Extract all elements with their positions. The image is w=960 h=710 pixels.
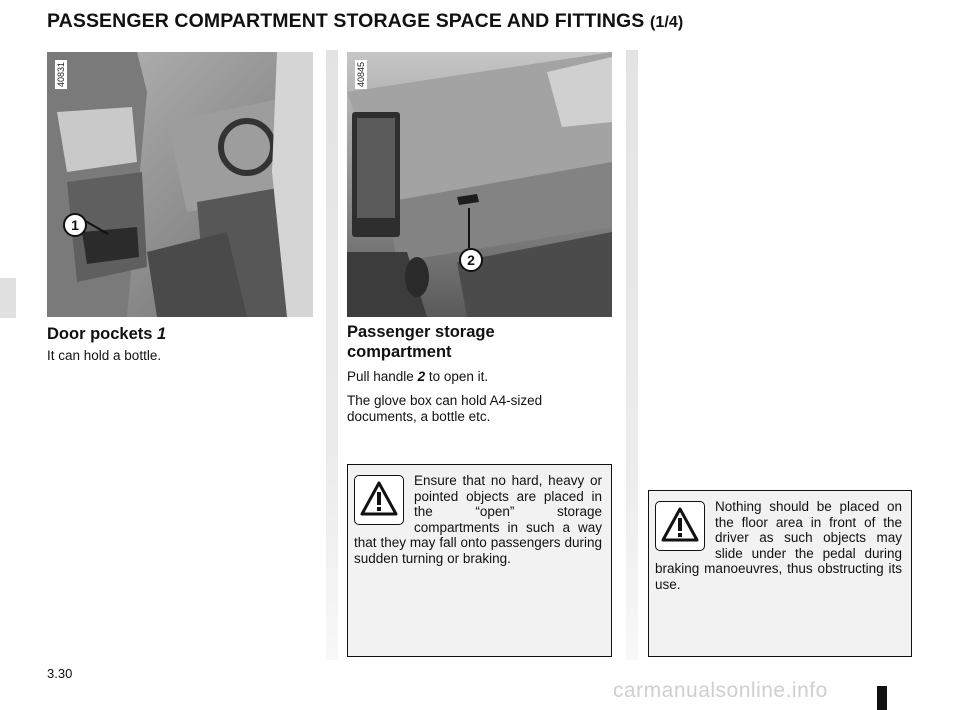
column-divider-left bbox=[326, 50, 338, 660]
floor-warning-box: Nothing should be placed on the floor ar… bbox=[648, 490, 912, 657]
image-code-label: 40845 bbox=[355, 60, 367, 90]
door-pocket-photo bbox=[47, 52, 313, 317]
page-number: 3.30 bbox=[47, 666, 73, 681]
callout-number-2: 2 bbox=[459, 248, 483, 272]
storage-warning-box: Ensure that no hard, heavy or pointed ob… bbox=[347, 464, 612, 657]
passenger-storage-heading: Passenger storage compartment bbox=[347, 323, 495, 361]
glove-box-photo bbox=[347, 52, 612, 317]
glove-box-capacity-text: The glove box can hold A4-sized document… bbox=[347, 393, 543, 424]
column-divider-right bbox=[626, 50, 638, 660]
warning-triangle-icon bbox=[354, 475, 404, 525]
callout-leader-line-2 bbox=[467, 208, 471, 248]
door-pockets-heading: Door pockets 1 bbox=[47, 325, 167, 343]
leader-line-icon bbox=[468, 208, 470, 248]
pull-handle-text: Pull handle 2 to open it. bbox=[347, 369, 489, 384]
glove-box-illustration bbox=[347, 52, 612, 317]
warning-triangle-svg bbox=[661, 507, 699, 542]
page-edge-marker bbox=[877, 686, 887, 710]
page-part-indicator: (1/4) bbox=[649, 14, 684, 31]
warning-triangle-svg bbox=[360, 481, 398, 516]
storage-warning-text: Ensure that no hard, heavy or pointed ob… bbox=[354, 473, 602, 566]
door-pocket-illustration bbox=[47, 52, 313, 317]
floor-warning-text: Nothing should be placed on the floor ar… bbox=[655, 499, 902, 592]
callout-number-1: 1 bbox=[63, 213, 87, 237]
image-code-label: 40831 bbox=[55, 60, 67, 90]
watermark: carmanualsonline.info bbox=[613, 679, 828, 702]
warning-triangle-icon bbox=[655, 501, 705, 551]
page-title: PASSENGER COMPARTMENT STORAGE SPACE AND … bbox=[47, 10, 684, 32]
section-tab-marker bbox=[0, 278, 16, 318]
door-pockets-text: It can hold a bottle. bbox=[47, 348, 162, 363]
